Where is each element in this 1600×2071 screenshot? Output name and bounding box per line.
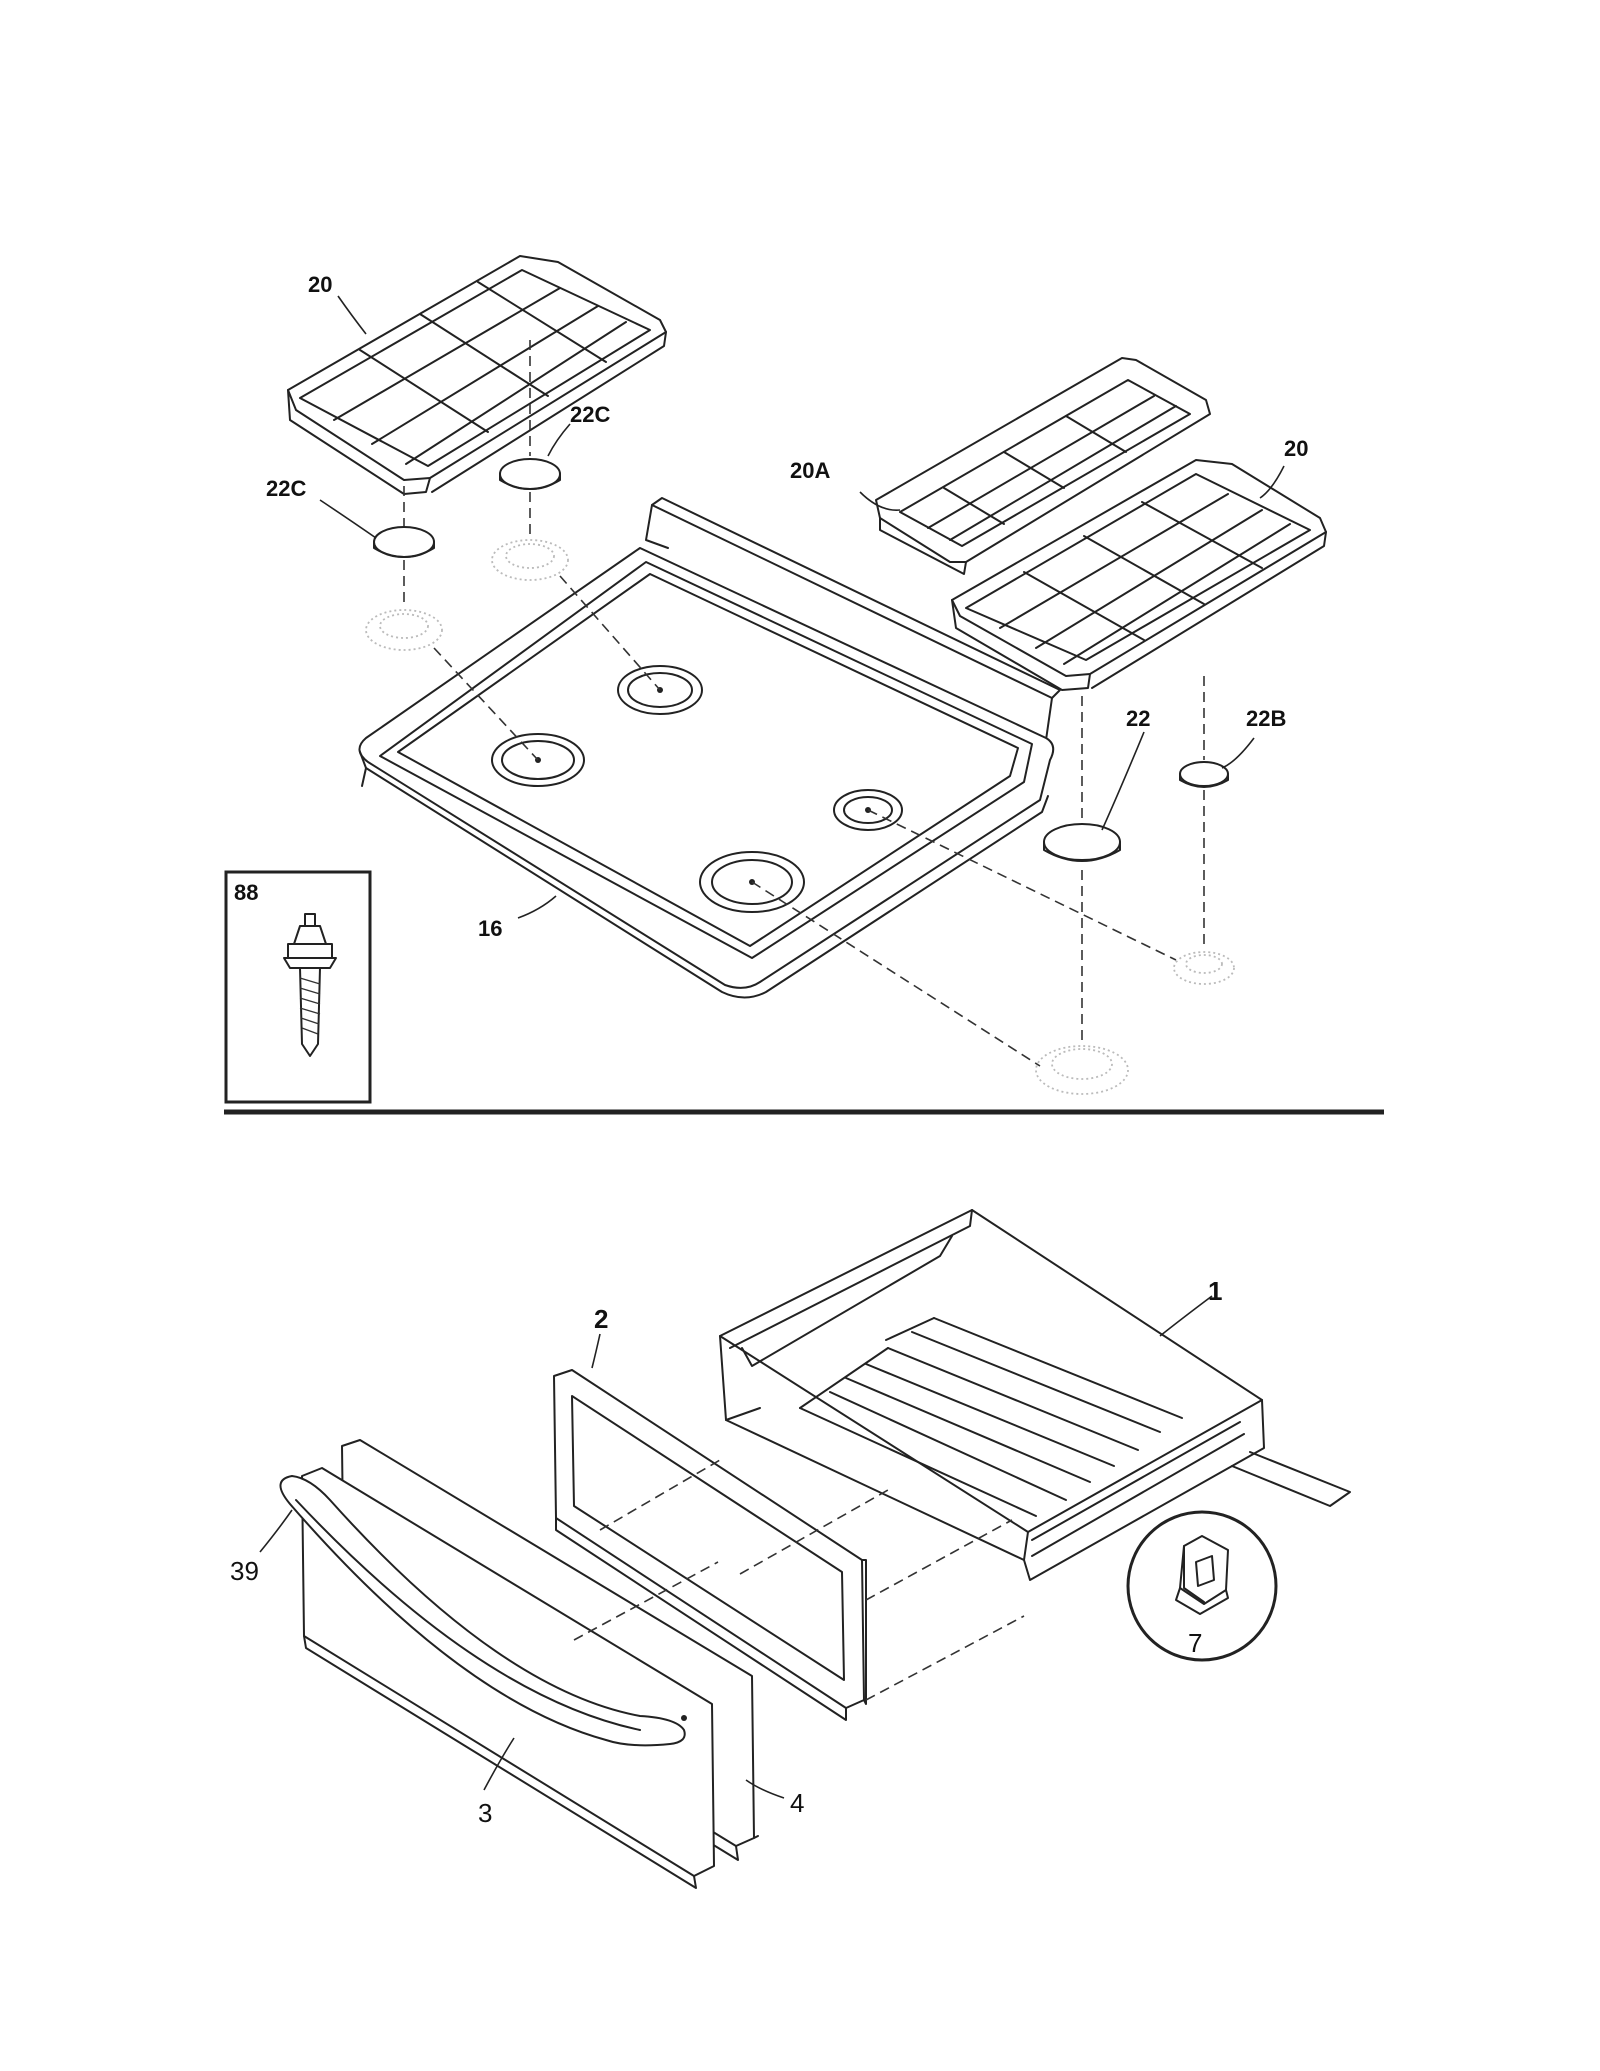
grate-right-part	[951, 459, 1327, 691]
cap-left-upper-part	[499, 458, 561, 490]
label-88: 88	[234, 880, 258, 905]
label-22b: 22B	[1246, 706, 1286, 731]
drawer-body-part	[719, 1209, 1265, 1581]
grate-center-part	[875, 357, 1211, 575]
burner-head-right-small	[1173, 951, 1235, 985]
alignment-lines-top	[403, 340, 1205, 1067]
label-1: 1	[1208, 1276, 1222, 1306]
label-2: 2	[594, 1304, 608, 1334]
alignment-lines-bottom	[573, 1459, 1025, 1701]
cap-large-part	[1043, 823, 1121, 862]
label-39: 39	[230, 1556, 259, 1586]
drawer-handle-part	[279, 1475, 686, 1747]
label-7: 7	[1188, 1628, 1202, 1658]
drawer-liner-part	[553, 1369, 867, 1721]
label-20-left: 20	[308, 272, 332, 297]
label-20-right: 20	[1284, 436, 1308, 461]
label-20a: 20A	[790, 458, 830, 483]
cap-left-lower-part	[373, 526, 435, 558]
label-22c-lower: 22C	[266, 476, 306, 501]
screw-part	[283, 913, 337, 1057]
cap-small-part	[1179, 761, 1229, 788]
clip-part	[1175, 1535, 1229, 1615]
burner-head-left-lower	[365, 609, 443, 651]
clip-leader	[1231, 1451, 1351, 1507]
burner-head-right-large	[1035, 1045, 1129, 1095]
labels: 20 22C 22C 20A 20 22 22B 16 88 1 2 3 4 3…	[230, 272, 1308, 1828]
label-22c-upper: 22C	[570, 402, 610, 427]
leader-lines	[259, 295, 1285, 1799]
burner-head-left-upper	[491, 539, 569, 581]
cooktop-part	[358, 497, 1061, 999]
label-3: 3	[478, 1798, 492, 1828]
label-4: 4	[790, 1788, 804, 1818]
inset-clip-circle	[1126, 1510, 1278, 1662]
label-22: 22	[1126, 706, 1150, 731]
grate-left-part	[287, 255, 667, 495]
inset-screw-box	[224, 870, 372, 1104]
label-16: 16	[478, 916, 502, 941]
